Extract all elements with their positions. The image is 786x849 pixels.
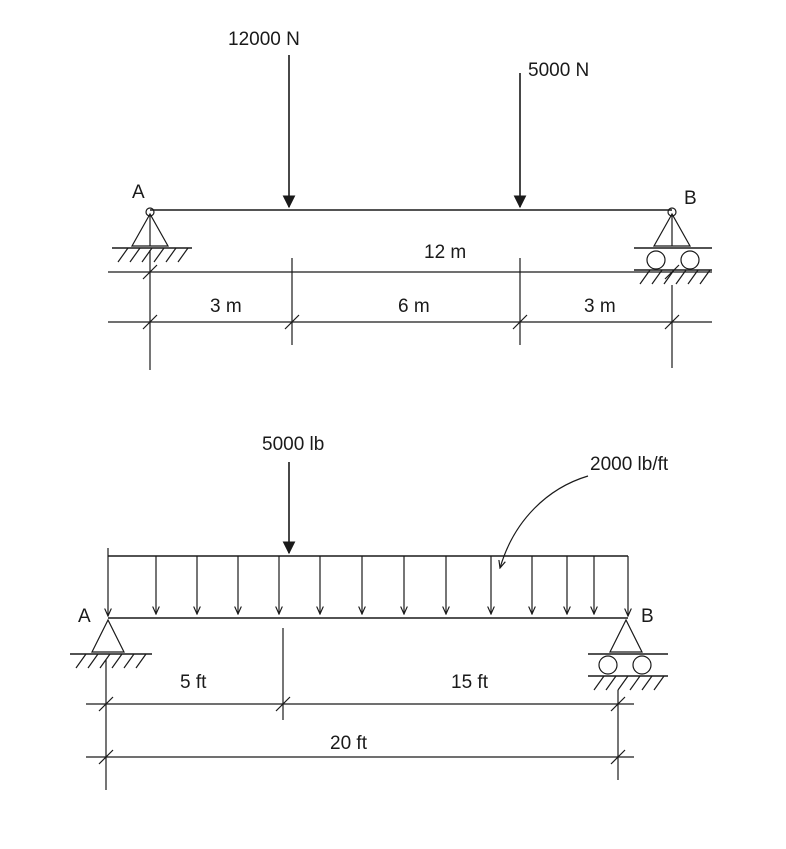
support-label-b: B bbox=[684, 188, 697, 209]
roller-support-b: B bbox=[634, 188, 712, 285]
load-label-5000lb: 5000 lb bbox=[262, 434, 324, 455]
dimension-lines-1: 12 m 3 m 6 m 3 m bbox=[108, 242, 712, 370]
beam-diagram-1: 12000 N 5000 N A bbox=[108, 29, 712, 370]
pin-support-a-2: A bbox=[70, 606, 152, 669]
point-load-5000n: 5000 N bbox=[513, 60, 589, 209]
ground-hatch bbox=[593, 675, 665, 691]
distributed-load-label: 2000 lb/ft bbox=[590, 454, 669, 475]
dimension-label-15ft: 15 ft bbox=[451, 672, 489, 693]
dimension-label-20ft: 20 ft bbox=[330, 733, 368, 754]
support-label-b-2: B bbox=[641, 606, 654, 627]
dimension-label-6m: 6 m bbox=[398, 296, 430, 317]
dimension-label-3m-left: 3 m bbox=[210, 296, 242, 317]
distributed-load-arrows bbox=[156, 556, 594, 614]
dimension-label-12m: 12 m bbox=[424, 242, 466, 263]
load-label-5000n: 5000 N bbox=[528, 60, 589, 81]
dimension-label-3m-right: 3 m bbox=[584, 296, 616, 317]
distributed-load: 2000 lb/ft bbox=[108, 454, 669, 616]
support-label-a-2: A bbox=[78, 606, 91, 627]
ground-hatch bbox=[75, 653, 147, 669]
beam-diagram-2: 2000 lb/ft 5000 lb A bbox=[70, 434, 669, 790]
pin-support-a: A bbox=[112, 182, 192, 263]
roller-support-b-2: B bbox=[588, 606, 668, 691]
dimension-lines-2: 5 ft 15 ft 20 ft bbox=[86, 628, 634, 790]
point-load-12000n: 12000 N bbox=[228, 29, 300, 209]
ground-hatch bbox=[117, 247, 189, 263]
distributed-load-leader bbox=[500, 475, 589, 568]
support-label-a: A bbox=[132, 182, 145, 203]
point-load-5000lb: 5000 lb bbox=[262, 434, 324, 555]
dimension-label-5ft: 5 ft bbox=[180, 672, 207, 693]
load-label-12000n: 12000 N bbox=[228, 29, 300, 50]
